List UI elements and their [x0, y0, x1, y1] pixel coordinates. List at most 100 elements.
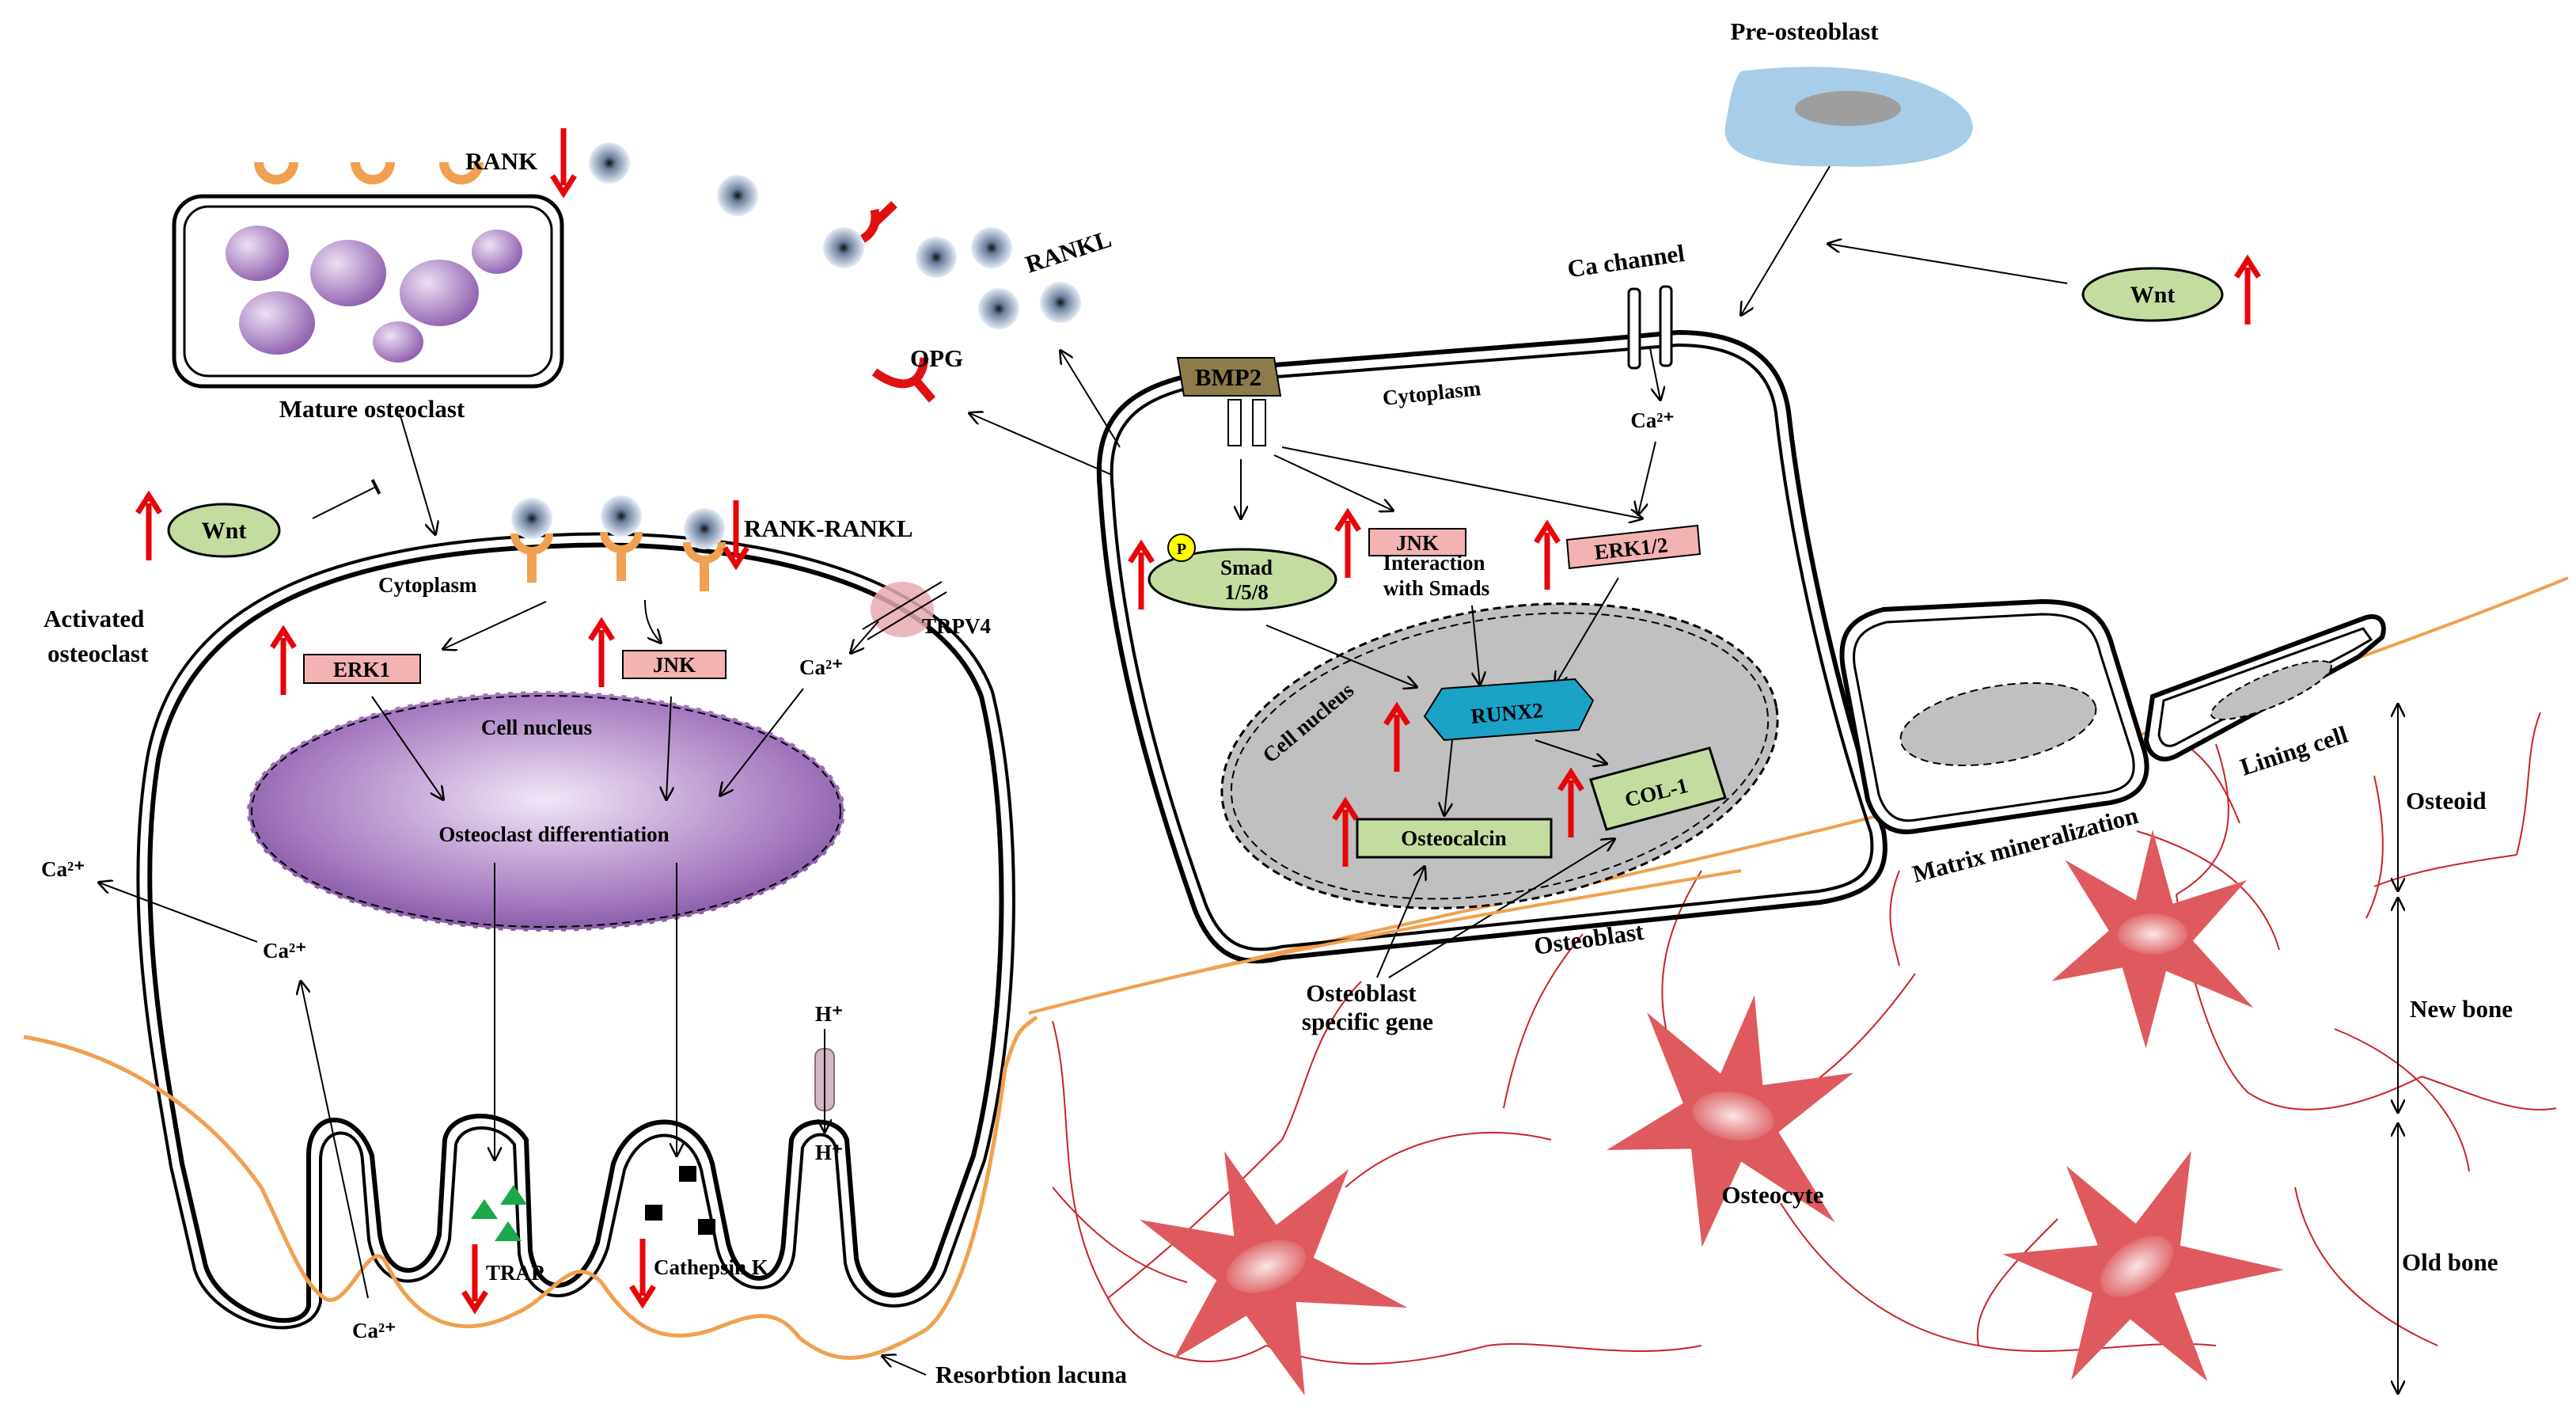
rankl-ligand-1: [589, 142, 630, 184]
trap-label: TRAP: [486, 1261, 544, 1285]
h-top-label: H⁺: [815, 1002, 843, 1026]
opg-bound-rankl: [859, 201, 897, 243]
jnk-right-box: [1368, 528, 1466, 556]
erk1-label: ERK1: [333, 658, 390, 682]
rank-receptor-4: [514, 533, 549, 583]
rank-receptor-2: [351, 161, 395, 184]
wnt-left-oval: [167, 503, 281, 558]
trap-triangle-2: [500, 1185, 527, 1205]
cathepsin-square-1: [679, 1166, 696, 1182]
ca-bottom-label: Ca²⁺: [352, 1319, 396, 1342]
canaliculi-network: [1052, 712, 2557, 1365]
bmp2-label: BMP2: [1195, 363, 1261, 391]
osteocyte-cell-3: [2051, 830, 2254, 1049]
osteocyte-cell-4: [1969, 1097, 2312, 1420]
wnt-right-oval: [2081, 267, 2224, 322]
activated-osteoclast-label-1: Activated: [44, 605, 144, 632]
cathepsin-square-3: [698, 1219, 715, 1235]
erk12-box: [1565, 524, 1702, 570]
bmp2-receptor-1: [1227, 399, 1242, 446]
resorption-lacuna-label: Resorbtion lacuna: [935, 1361, 1127, 1388]
col1-box: [1589, 746, 1727, 831]
rankl-label: RANKL: [1022, 225, 1114, 279]
ca-channel-label: Ca channel: [1565, 239, 1686, 283]
rankl-ligand-6: [978, 288, 1019, 329]
osteocalcin-box: [1356, 818, 1553, 859]
erk1-box: [303, 654, 421, 684]
mineralizing-osteoblast: [1839, 598, 2149, 834]
cytoplasm-left-label: Cytoplasm: [378, 573, 477, 597]
interaction-label-2: with Smads: [1383, 576, 1489, 600]
smad-oval: [1148, 548, 1337, 611]
h-bottom-label: H⁺: [815, 1141, 843, 1164]
new-bone-label: New bone: [2410, 995, 2513, 1023]
osteocalcin-label: Osteocalcin: [1401, 826, 1506, 850]
bmp2-receptor-2: [1252, 399, 1266, 446]
activated-osteoclast-label-2: osteoclast: [47, 640, 149, 667]
lining-cell-label: Lining cell: [2236, 720, 2351, 781]
osteoid-label: Osteoid: [2406, 787, 2487, 814]
bound-rankl-1: [511, 498, 552, 539]
rank-down-arrow: [552, 128, 575, 193]
osteocyte-cell-2: [1592, 974, 1872, 1270]
osteoblast-gene-label-1: Osteoblast: [1306, 979, 1417, 1007]
activated-osteoclast-cell: [136, 532, 1015, 1330]
wnt-right-label: Wnt: [2130, 282, 2176, 308]
ca-channel-left-bar: [1627, 287, 1641, 370]
osteoclast-nucleus: [245, 689, 847, 933]
osteocyte-cell-1: [1113, 1111, 1425, 1420]
ca-channel-right-bar: [1659, 285, 1673, 367]
wnt-right-up-arrow: [2236, 260, 2259, 325]
opg-label: OPG: [910, 344, 963, 372]
wnt-left-up-arrow: [138, 495, 160, 560]
ca-trpv4-label: Ca²⁺: [799, 655, 843, 679]
rankl-ligand-4: [916, 237, 957, 278]
pre-osteoblast-nucleus: [1795, 91, 1901, 126]
ca-in-left-label: Ca²⁺: [263, 939, 306, 962]
phospho-icon: [1167, 533, 1196, 562]
rankl-ligand-2: [717, 175, 758, 216]
rank-receptor-1: [254, 161, 298, 184]
rank-receptor-5: [604, 532, 639, 581]
jnk-right-label: JNK: [1396, 531, 1439, 555]
jnk-left-up-arrow: [590, 622, 613, 687]
rankl-ligand-5: [971, 227, 1012, 268]
runx2-hexagon: [1423, 678, 1595, 742]
lining-cell: [2143, 614, 2386, 761]
erk12-up-arrow: [1536, 525, 1558, 590]
mature-osteoclast-label: Mature osteoclast: [279, 395, 465, 423]
rank-label: RANK: [465, 147, 537, 175]
rankl-ligand-3: [823, 227, 864, 268]
cell-nucleus-left-label: Cell nucleus: [481, 716, 592, 739]
cathepsin-square-2: [645, 1205, 662, 1221]
ca-right-label: Ca²⁺: [1630, 408, 1674, 432]
bound-rankl-2: [601, 495, 642, 537]
smad-label-2: 1/5/8: [1224, 580, 1269, 604]
trap-triangle-3: [495, 1221, 522, 1241]
trap-down-arrow: [464, 1244, 486, 1309]
bmp2-ligand: [1176, 357, 1282, 397]
rank-rankl-label: RANK-RANKL: [744, 514, 913, 542]
jnk-right-up-arrow: [1337, 513, 1359, 578]
pre-osteoblast-label: Pre-osteoblast: [1730, 17, 1879, 45]
mature-osteoclast: [172, 161, 564, 389]
osteoblast-gene-label-2: specific gene: [1302, 1008, 1433, 1035]
opg-icon: [871, 357, 936, 403]
wnt-left-label: Wnt: [202, 518, 247, 544]
smad-label-1: Smad: [1220, 556, 1273, 579]
erk1-up-arrow: [272, 630, 294, 695]
trap-triangle-1: [471, 1199, 498, 1219]
rankl-ligand-7: [1040, 282, 1081, 323]
jnk-left-box: [622, 650, 727, 679]
cathepsin-down-arrow: [632, 1239, 654, 1304]
cytoplasm-right-label: Cytoplasm: [1381, 376, 1481, 410]
interaction-label-1: Interaction: [1383, 551, 1485, 575]
phospho-label: P: [1177, 541, 1186, 558]
jnk-left-label: JNK: [653, 653, 696, 677]
cathepsin-k-label: Cathepsin K: [654, 1255, 768, 1279]
old-bone-label: Old bone: [2402, 1248, 2498, 1276]
ca-out-left-label: Ca²⁺: [41, 857, 85, 881]
trpv4-label: TRPV4: [922, 614, 991, 638]
osteoblast-label: Osteoblast: [1532, 917, 1646, 960]
